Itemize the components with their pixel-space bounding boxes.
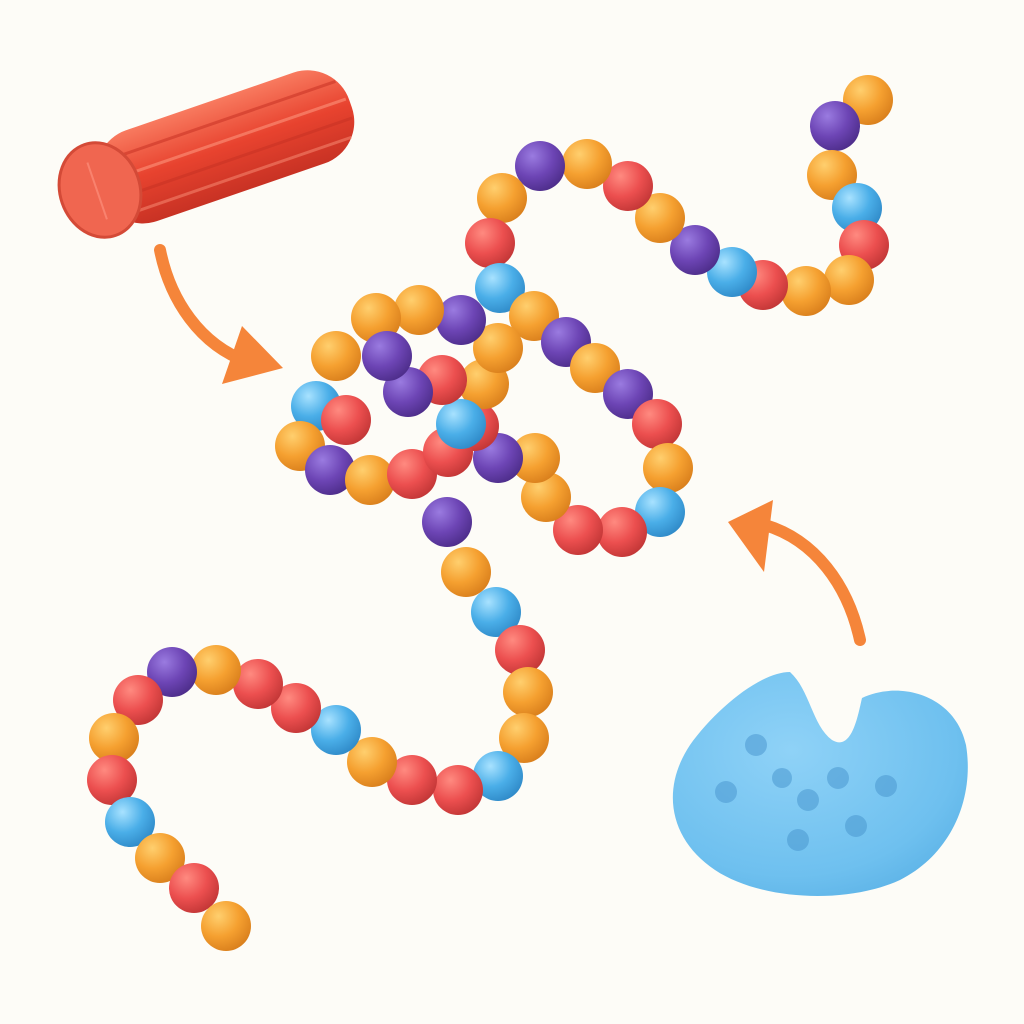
folding-arrow-top [154, 244, 283, 384]
amino-acid-bead [105, 797, 155, 847]
amino-acid-bead [422, 497, 472, 547]
protein-spots [715, 734, 897, 851]
amino-acid-chain [87, 75, 893, 951]
amino-acid-bead [321, 395, 371, 445]
amino-acid-bead [475, 263, 525, 313]
amino-acid-bead [305, 445, 355, 495]
amino-acid-bead [495, 625, 545, 675]
amino-acid-bead [147, 647, 197, 697]
amino-acid-bead [597, 507, 647, 557]
helix-rod [57, 70, 355, 239]
amino-acid-bead [471, 587, 521, 637]
amino-acid-bead [436, 295, 486, 345]
folded-protein [672, 672, 968, 897]
amino-acid-bead [499, 713, 549, 763]
amino-acid-bead [191, 645, 241, 695]
amino-acid-bead [473, 751, 523, 801]
amino-acid-bead [201, 901, 251, 951]
amino-acid-bead [436, 399, 486, 449]
amino-acid-bead [521, 472, 571, 522]
amino-acid-bead [362, 331, 412, 381]
amino-acid-bead [824, 255, 874, 305]
amino-acid-bead [311, 705, 361, 755]
amino-acid-bead [169, 863, 219, 913]
folding-arrow-right [728, 500, 866, 646]
amino-acid-bead [477, 173, 527, 223]
amino-acid-bead [387, 755, 437, 805]
amino-acid-bead [707, 247, 757, 297]
amino-acid-bead [433, 765, 483, 815]
amino-acid-bead [387, 449, 437, 499]
amino-acid-bead [394, 285, 444, 335]
amino-acid-bead [345, 455, 395, 505]
amino-acid-bead [553, 505, 603, 555]
amino-acid-bead [441, 547, 491, 597]
amino-acid-bead [810, 101, 860, 151]
amino-acid-bead [832, 183, 882, 233]
amino-acid-bead [562, 139, 612, 189]
amino-acid-bead [781, 266, 831, 316]
amino-acid-bead [347, 737, 397, 787]
amino-acid-bead [635, 193, 685, 243]
amino-acid-bead [351, 293, 401, 343]
amino-acid-bead [635, 487, 685, 537]
amino-acid-bead [271, 683, 321, 733]
amino-acid-bead [670, 225, 720, 275]
amino-acid-bead [87, 755, 137, 805]
amino-acid-bead [510, 433, 560, 483]
amino-acid-bead [465, 218, 515, 268]
amino-acid-bead [503, 667, 553, 717]
amino-acid-bead [632, 399, 682, 449]
amino-acid-bead [515, 141, 565, 191]
amino-acid-bead [135, 833, 185, 883]
amino-acid-bead [89, 713, 139, 763]
amino-acid-bead [643, 443, 693, 493]
amino-acid-bead [603, 161, 653, 211]
amino-acid-bead [113, 675, 163, 725]
amino-acid-bead [311, 331, 361, 381]
amino-acid-bead [233, 659, 283, 709]
amino-acid-bead [473, 323, 523, 373]
